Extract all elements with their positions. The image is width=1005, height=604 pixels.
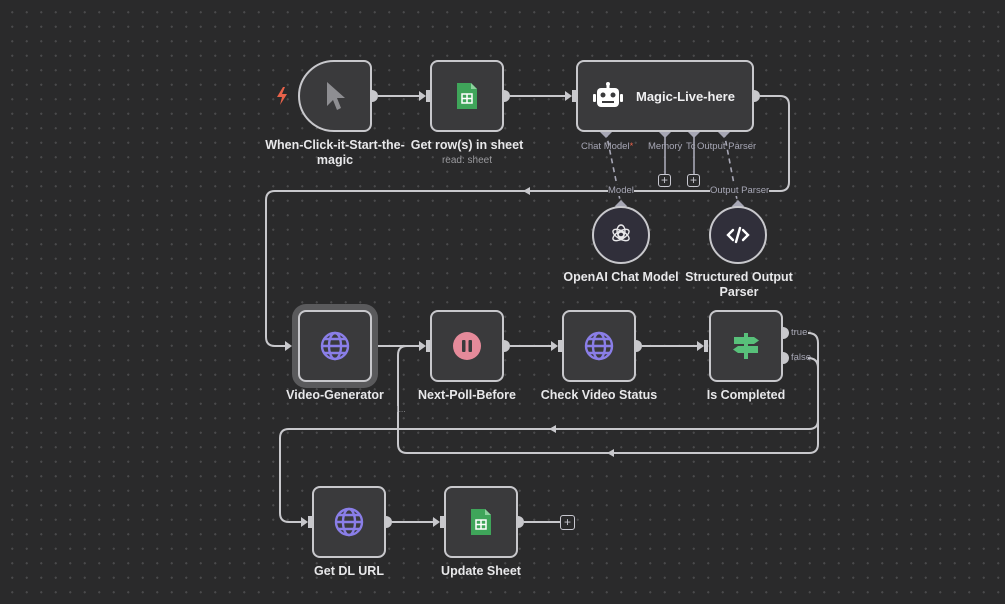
node-trigger-label: When-Click-it-Start-the-magic xyxy=(265,138,405,167)
node-check-status-label: Check Video Status xyxy=(540,388,658,402)
robot-icon xyxy=(592,82,624,110)
google-sheets-icon xyxy=(469,507,493,537)
node-update-sheet-label: Update Sheet xyxy=(441,564,521,578)
globe-icon xyxy=(333,506,365,538)
google-sheets-icon xyxy=(455,81,479,111)
node-update-sheet[interactable] xyxy=(444,486,518,558)
add-tool-button[interactable]: + xyxy=(687,174,700,187)
conn-label-output-parser: Output Parser xyxy=(710,185,770,196)
node-wait[interactable] xyxy=(430,310,504,382)
arrow-mark xyxy=(523,187,530,195)
node-output-parser[interactable] xyxy=(709,206,767,264)
code-icon xyxy=(726,226,750,244)
wire-true-to-geturl xyxy=(279,332,819,523)
globe-icon xyxy=(319,330,351,362)
add-next-node-button[interactable]: + xyxy=(560,515,575,530)
output-label-true: true xyxy=(791,327,808,338)
wire-false-to-wait xyxy=(397,345,819,454)
node-trigger[interactable] xyxy=(298,60,372,132)
output-label-false: false xyxy=(791,352,812,363)
node-openai[interactable] xyxy=(592,206,650,264)
port-memory: Memory xyxy=(648,141,683,152)
node-wait-label: Next-Poll-Before xyxy=(418,388,516,402)
signpost-icon xyxy=(730,331,762,361)
globe-icon xyxy=(583,330,615,362)
port-tool: Tc xyxy=(686,141,696,152)
node-agent-title: Magic-Live-here xyxy=(636,88,735,104)
pause-icon xyxy=(452,331,482,361)
arrow-mark xyxy=(607,449,614,457)
node-if-completed-label: Is Completed xyxy=(706,388,786,402)
node-get-rows-label: Get row(s) in sheet xyxy=(410,138,524,152)
wire-parser-to-agent xyxy=(723,131,739,206)
node-get-dl-url[interactable] xyxy=(312,486,386,558)
node-agent[interactable]: Magic-Live-here xyxy=(576,60,754,132)
wire-openai-to-agent xyxy=(605,131,622,206)
conn-label-model: Model xyxy=(608,185,634,196)
node-video-generator-label: Video-Generator xyxy=(286,388,384,402)
node-get-rows-sublabel: read: sheet xyxy=(441,155,493,166)
node-openai-label: OpenAI Chat Model xyxy=(563,270,679,284)
node-get-dl-url-label: Get DL URL xyxy=(314,564,384,578)
port-chat-model: Chat Model* xyxy=(581,141,634,152)
node-get-rows[interactable] xyxy=(430,60,504,132)
add-memory-button[interactable]: + xyxy=(658,174,671,187)
port-output-parser: Output Parser xyxy=(697,141,757,152)
wire-agent-to-videogen xyxy=(265,95,790,347)
node-check-status[interactable] xyxy=(562,310,636,382)
openai-icon xyxy=(609,223,633,247)
lightning-icon xyxy=(277,87,287,105)
node-wait-note: I... xyxy=(396,405,406,414)
cursor-icon xyxy=(323,80,347,112)
node-if-completed[interactable] xyxy=(709,310,783,382)
node-video-generator[interactable] xyxy=(298,310,372,382)
arrow-mark xyxy=(549,425,556,433)
